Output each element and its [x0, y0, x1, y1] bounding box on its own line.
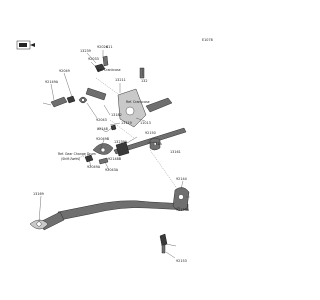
leader-lines [38, 50, 190, 259]
ref-crankcase-top: Ref. Crankcase [97, 68, 121, 72]
part-label: 13239 [80, 49, 91, 53]
reference-notes: Ref. Crankcase Ref. Crankcase Ref. Gear … [58, 68, 150, 161]
part-label: 92148 [97, 127, 108, 131]
exploded-parts-diagram: E1078 [16, 38, 213, 263]
part-label: 92049B [96, 137, 110, 141]
part-label: 92148B [108, 157, 122, 161]
part-label: 13182 [111, 113, 122, 117]
part-label: 92149A [45, 80, 59, 84]
part-label: 92033 [88, 57, 99, 61]
part-label: 132 [141, 79, 147, 83]
shift-pedal [29, 200, 189, 231]
front-arrow-icon [16, 40, 35, 50]
part-label: 92049A [87, 165, 101, 169]
shift-arm-assembly [50, 55, 145, 108]
part-number-labels: 92026 411 13239 92033 92049 92149A 132 1… [33, 45, 190, 263]
ref-shift-forks: (Shift Forks) [61, 157, 80, 161]
part-label: 132A [153, 142, 162, 146]
part-label: 92144 [176, 177, 187, 181]
part-label: 92150 [145, 131, 156, 135]
return-spring [96, 124, 117, 132]
part-label: 11013 [140, 121, 151, 125]
gear-change-pawl [84, 143, 114, 165]
page-code: E1078 [202, 38, 213, 42]
pedal-pivot [159, 187, 190, 254]
shift-shaft [113, 127, 187, 157]
part-label: 92153A [176, 208, 190, 212]
part-label: 13161 [170, 150, 181, 154]
part-label: 92153 [176, 259, 187, 263]
part-label: 13119 [121, 121, 132, 125]
part-label: 13239A [114, 140, 128, 144]
part-label: 92043A [105, 168, 119, 172]
part-label: 92049 [59, 69, 70, 73]
part-label: 411 [106, 45, 112, 49]
ref-gear-change-drum: Ref. Gear Change Drum [58, 152, 96, 156]
ref-crankcase-mid: Ref. Crankcase [126, 100, 150, 104]
part-label: 13211 [115, 78, 126, 82]
part-label: 92026 [97, 45, 108, 49]
part-label: 92043 [96, 118, 107, 122]
shift-shaft-lever [117, 88, 173, 128]
part-label: 13169 [33, 192, 44, 196]
